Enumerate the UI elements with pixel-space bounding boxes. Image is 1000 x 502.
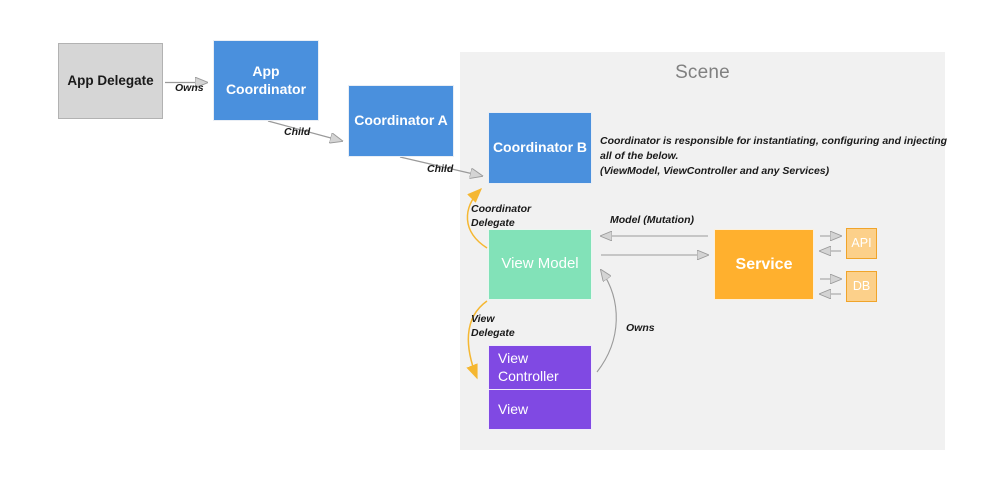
node-api[interactable]: API [846,228,877,259]
edge-view-delegate [466,300,488,380]
edge-label-model-mutation: Model (Mutation) [610,214,694,226]
node-view-controller[interactable]: View Controller [488,345,592,390]
node-coordinator-b-label: Coordinator B [492,139,588,156]
edge-label-coordinator-delegate: Coordinator Delegate [471,203,532,230]
edge-label-owns-viewcontroller-viewmodel: Owns [626,322,655,334]
edge-label-view-delegate: View Delegate [471,313,515,340]
node-db-label: DB [852,278,871,293]
node-service-label: Service [735,255,793,273]
edge-service-db [820,279,841,294]
edge-child-appcoordinator-a [267,120,342,141]
node-view-model[interactable]: View Model [488,229,592,300]
node-api-label: API [851,235,872,250]
edge-coordinator-delegate [466,187,488,249]
scene-title: Scene [675,62,730,83]
node-service[interactable]: Service [714,229,814,300]
node-coordinator-a[interactable]: Coordinator A [348,85,454,157]
node-db[interactable]: DB [846,271,877,302]
edge-label-owns-delegate-coordinator: Owns [175,82,204,94]
edge-owns-viewcontroller-viewmodel [596,270,617,373]
node-app-coordinator[interactable]: App Coordinator [213,40,319,121]
node-view-label: View [498,400,529,417]
node-view[interactable]: View [488,389,592,430]
scene-note: Coordinator is responsible for instantia… [600,135,948,178]
edge-service-api [820,236,841,251]
node-app-coordinator-label: App Coordinator [225,63,307,97]
node-app-delegate[interactable]: App Delegate [58,43,163,119]
edge-child-a-b [399,156,482,176]
edge-label-child-a-b: Child [427,163,454,175]
node-view-model-label: View Model [501,255,579,273]
node-coordinator-a-label: Coordinator A [354,112,448,129]
node-app-delegate-label: App Delegate [67,72,154,88]
node-view-controller-label: View Controller [498,350,559,384]
edge-label-child-appcoordinator-a: Child [284,126,311,138]
node-coordinator-b[interactable]: Coordinator B [488,112,592,184]
